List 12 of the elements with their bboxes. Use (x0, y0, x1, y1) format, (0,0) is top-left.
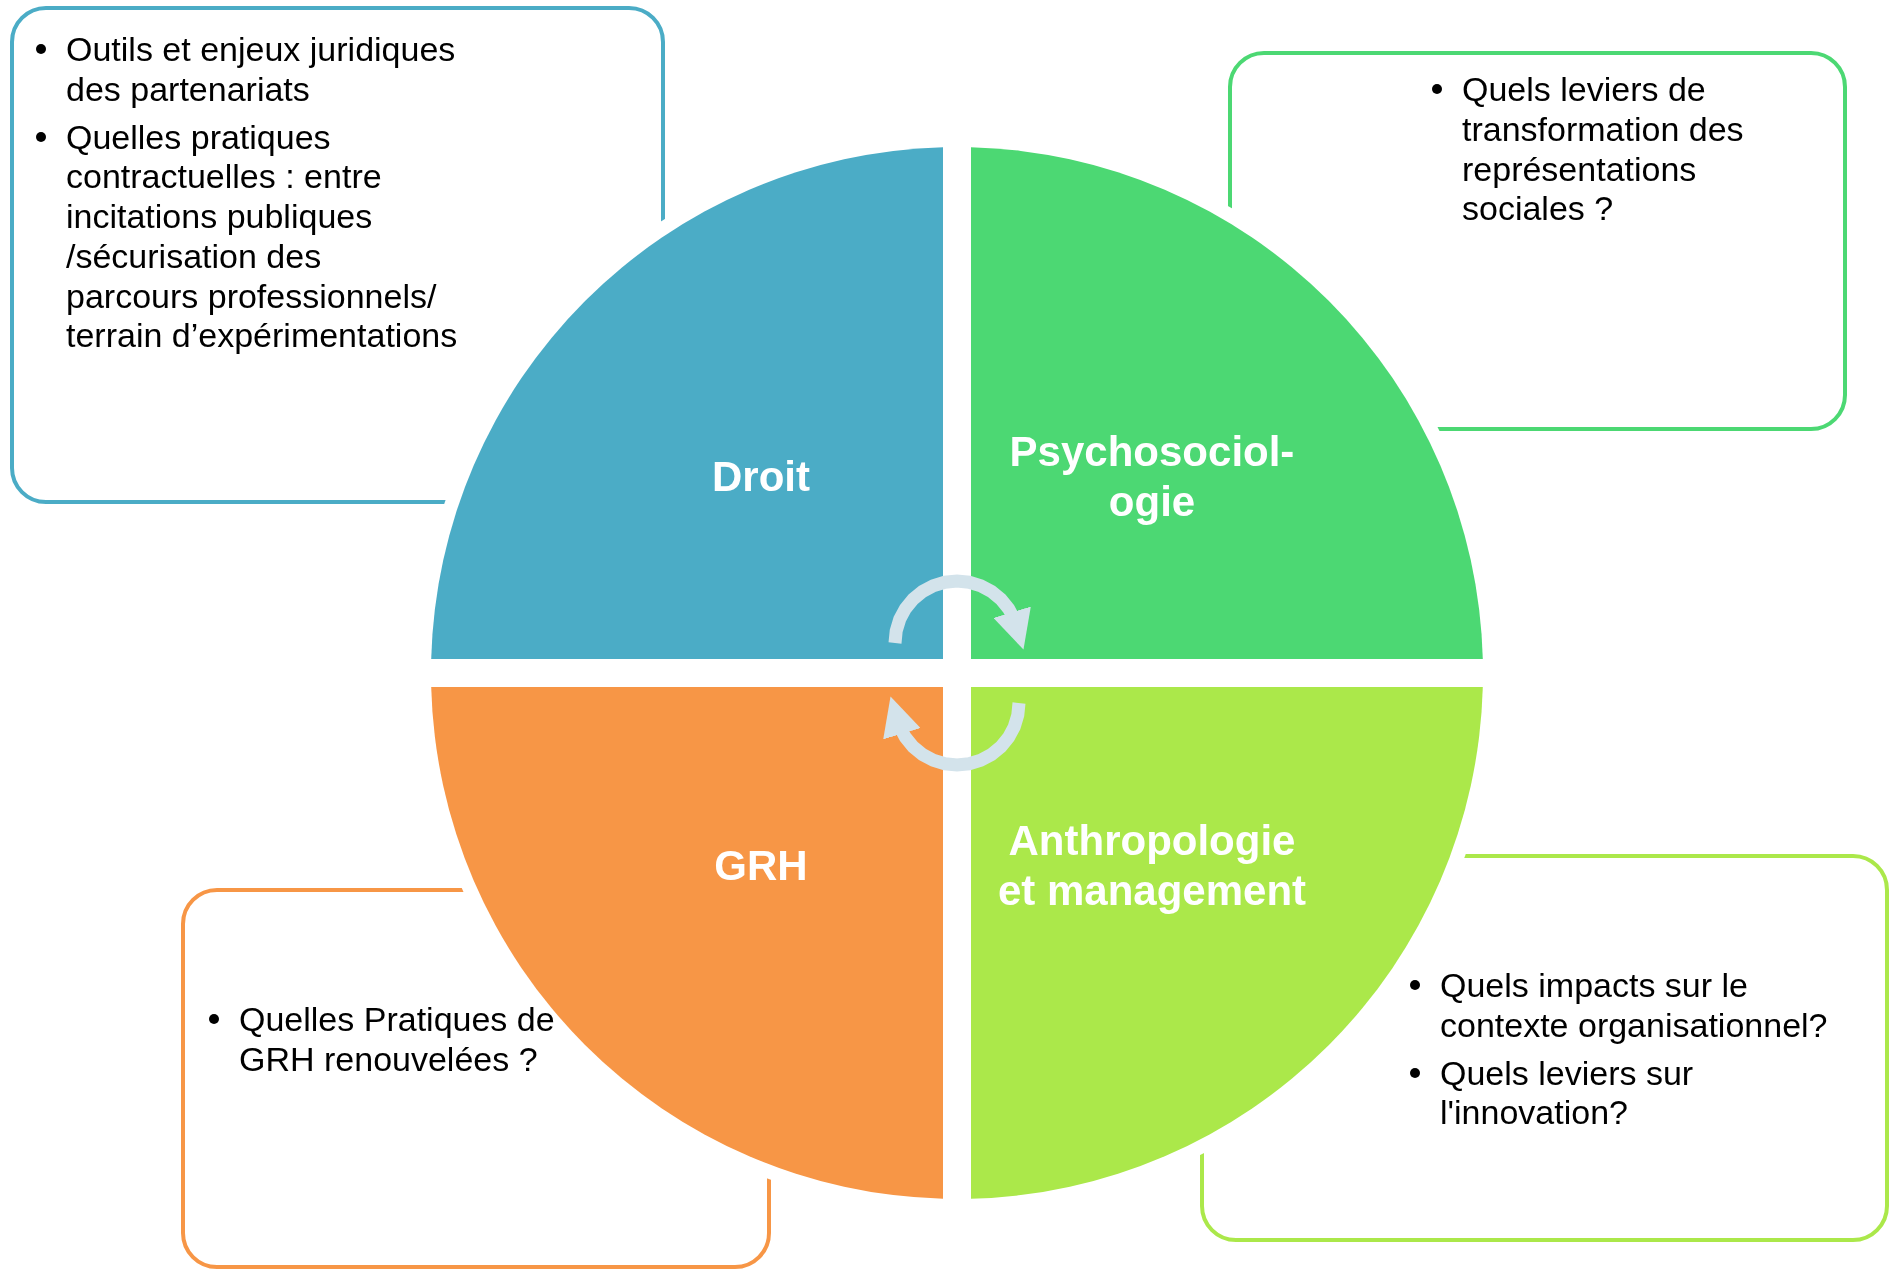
cycle-arrow (883, 696, 1026, 772)
quadrant-label: GRH (713, 840, 809, 891)
bullet-text: Quels impacts sur le contexte organisationnel? (1440, 966, 1828, 1044)
cycle-arrow (888, 574, 1031, 650)
bullet-text: Quels leviers de transformation des représentations sociales ? (1462, 70, 1744, 228)
bullet-text: Quelles Pratiques de GRH renouvelées ? (239, 1000, 555, 1078)
quadrant-label: Droit (711, 451, 811, 502)
quadrant-label: Psychosociol- ogie (1008, 426, 1296, 527)
bullet-text: Outils et enjeux juridiques des partenariats (66, 30, 456, 108)
quadrant-label: Anthropologie et management (997, 815, 1307, 916)
bullet-text: Quelles pratiques contractuelles : entre incitations publiques /sécurisation des parcours professionnels/ terrain d’expérimentations (66, 117, 458, 355)
bullet-text: Quels leviers sur l'innovation? (1440, 1053, 1694, 1132)
